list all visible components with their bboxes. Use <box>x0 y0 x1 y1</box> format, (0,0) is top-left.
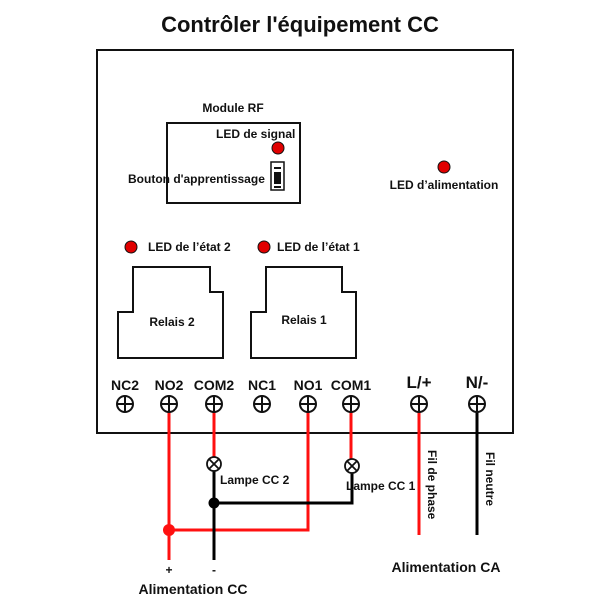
led-state-2-label: LED de l’état 2 <box>148 240 231 254</box>
screw-terminal-icon <box>116 395 134 413</box>
terminal-label-com1: COM1 <box>331 377 372 393</box>
relay-2-label: Relais 2 <box>149 315 195 329</box>
lamp-2-icon <box>206 456 222 472</box>
relay-1-label: Relais 1 <box>281 313 327 327</box>
junction-plus <box>163 524 175 536</box>
rf-module <box>166 122 301 204</box>
screw-terminal-icon <box>253 395 271 413</box>
wire-lamp1-return <box>214 473 354 505</box>
plus-label: + <box>165 563 172 577</box>
terminal-label-com2: COM2 <box>194 377 235 393</box>
led-state-1-label: LED de l’état 1 <box>277 240 360 254</box>
led-state-1 <box>257 240 271 254</box>
neutral-wire-label: Fil neutre <box>483 452 497 506</box>
lamp-2-label: Lampe CC 2 <box>220 473 290 487</box>
led-power-label: LED d’alimentation <box>390 178 499 192</box>
relay-1 <box>250 266 357 359</box>
learn-button-label: Bouton d'apprentissage <box>128 172 265 186</box>
screw-terminal-icon <box>205 395 223 413</box>
terminal-label-no2: NO2 <box>155 377 184 393</box>
led-power <box>437 160 451 174</box>
dc-supply-label: Alimentation CC <box>139 581 248 597</box>
module-rf-label: Module RF <box>202 101 263 115</box>
minus-label: - <box>212 563 216 577</box>
learn-button <box>270 161 285 191</box>
ac-supply-label: Alimentation CA <box>392 559 501 575</box>
terminal-label-n: N/- <box>466 373 489 392</box>
phase-wire-label: Fil de phase <box>425 450 439 520</box>
wires <box>167 404 479 560</box>
terminal-block: NC2 NO2 COM2 NC1 NO1 COM1 L/+ N/- <box>111 373 489 413</box>
controller-board <box>96 49 514 434</box>
screw-terminal-icon <box>410 395 428 413</box>
screw-terminal-icon <box>342 395 360 413</box>
junction-minus <box>208 497 220 509</box>
lamp-1-label: Lampe CC 1 <box>346 479 416 493</box>
relay-2 <box>117 266 224 359</box>
screw-terminal-icon <box>160 395 178 413</box>
terminal-label-nc1: NC1 <box>248 377 276 393</box>
led-signal <box>271 141 285 155</box>
led-signal-label: LED de signal <box>216 127 295 141</box>
diagram-title: Contrôler l'équipement CC <box>161 12 439 37</box>
led-state-2 <box>124 240 138 254</box>
wire-no1 <box>169 404 310 532</box>
lamp-1-icon <box>344 458 360 474</box>
screw-terminal-icon <box>299 395 317 413</box>
screw-terminal-icon <box>468 395 486 413</box>
terminal-label-l: L/+ <box>406 373 431 392</box>
terminal-label-no1: NO1 <box>294 377 323 393</box>
terminal-label-nc2: NC2 <box>111 377 139 393</box>
